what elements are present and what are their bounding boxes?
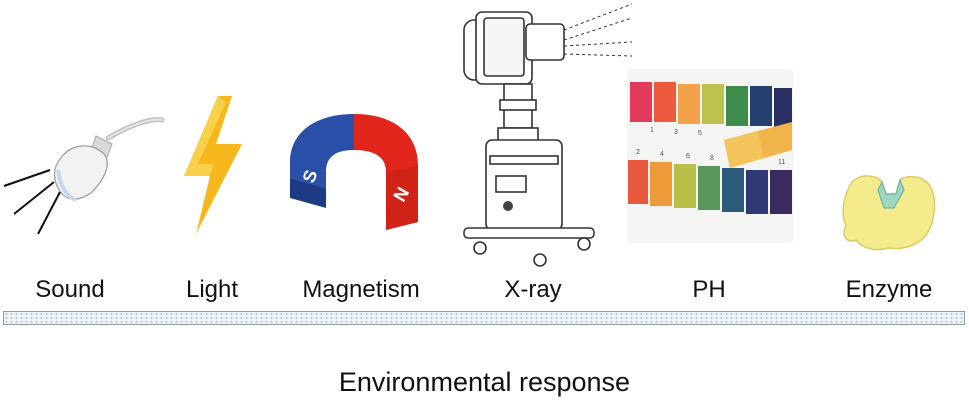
ph-number: 8 (710, 155, 714, 162)
stimulus-label-light: Light (185, 276, 239, 303)
ph-number: 1 (650, 127, 654, 134)
enzyme-icon (842, 175, 936, 251)
ph-number: 2 (636, 149, 640, 156)
ph-test-strip-icon: 1 3 5 2 4 6 8 11 (628, 70, 792, 242)
ph-number: 5 (698, 130, 702, 137)
dotted-divider-bar (3, 311, 965, 325)
xray-machine-icon (463, 3, 633, 267)
horseshoe-magnet-icon: S N (290, 114, 418, 230)
diagram-caption: Environmental response (338, 367, 631, 397)
ph-number: 11 (778, 159, 785, 166)
stimulus-label-xray: X-ray (504, 276, 562, 303)
lightning-bolt-icon (184, 96, 242, 234)
stimulus-label-ph: PH (692, 276, 726, 303)
stimulus-label-sound: Sound (35, 276, 105, 303)
stimulus-label-magnetism: Magnetism (302, 276, 420, 303)
ph-number: 6 (686, 153, 690, 160)
stimulus-label-enzyme: Enzyme (845, 276, 933, 303)
ph-number: 3 (674, 129, 678, 136)
ph-number: 4 (660, 151, 664, 158)
ultrasound-probe-icon (3, 117, 165, 235)
